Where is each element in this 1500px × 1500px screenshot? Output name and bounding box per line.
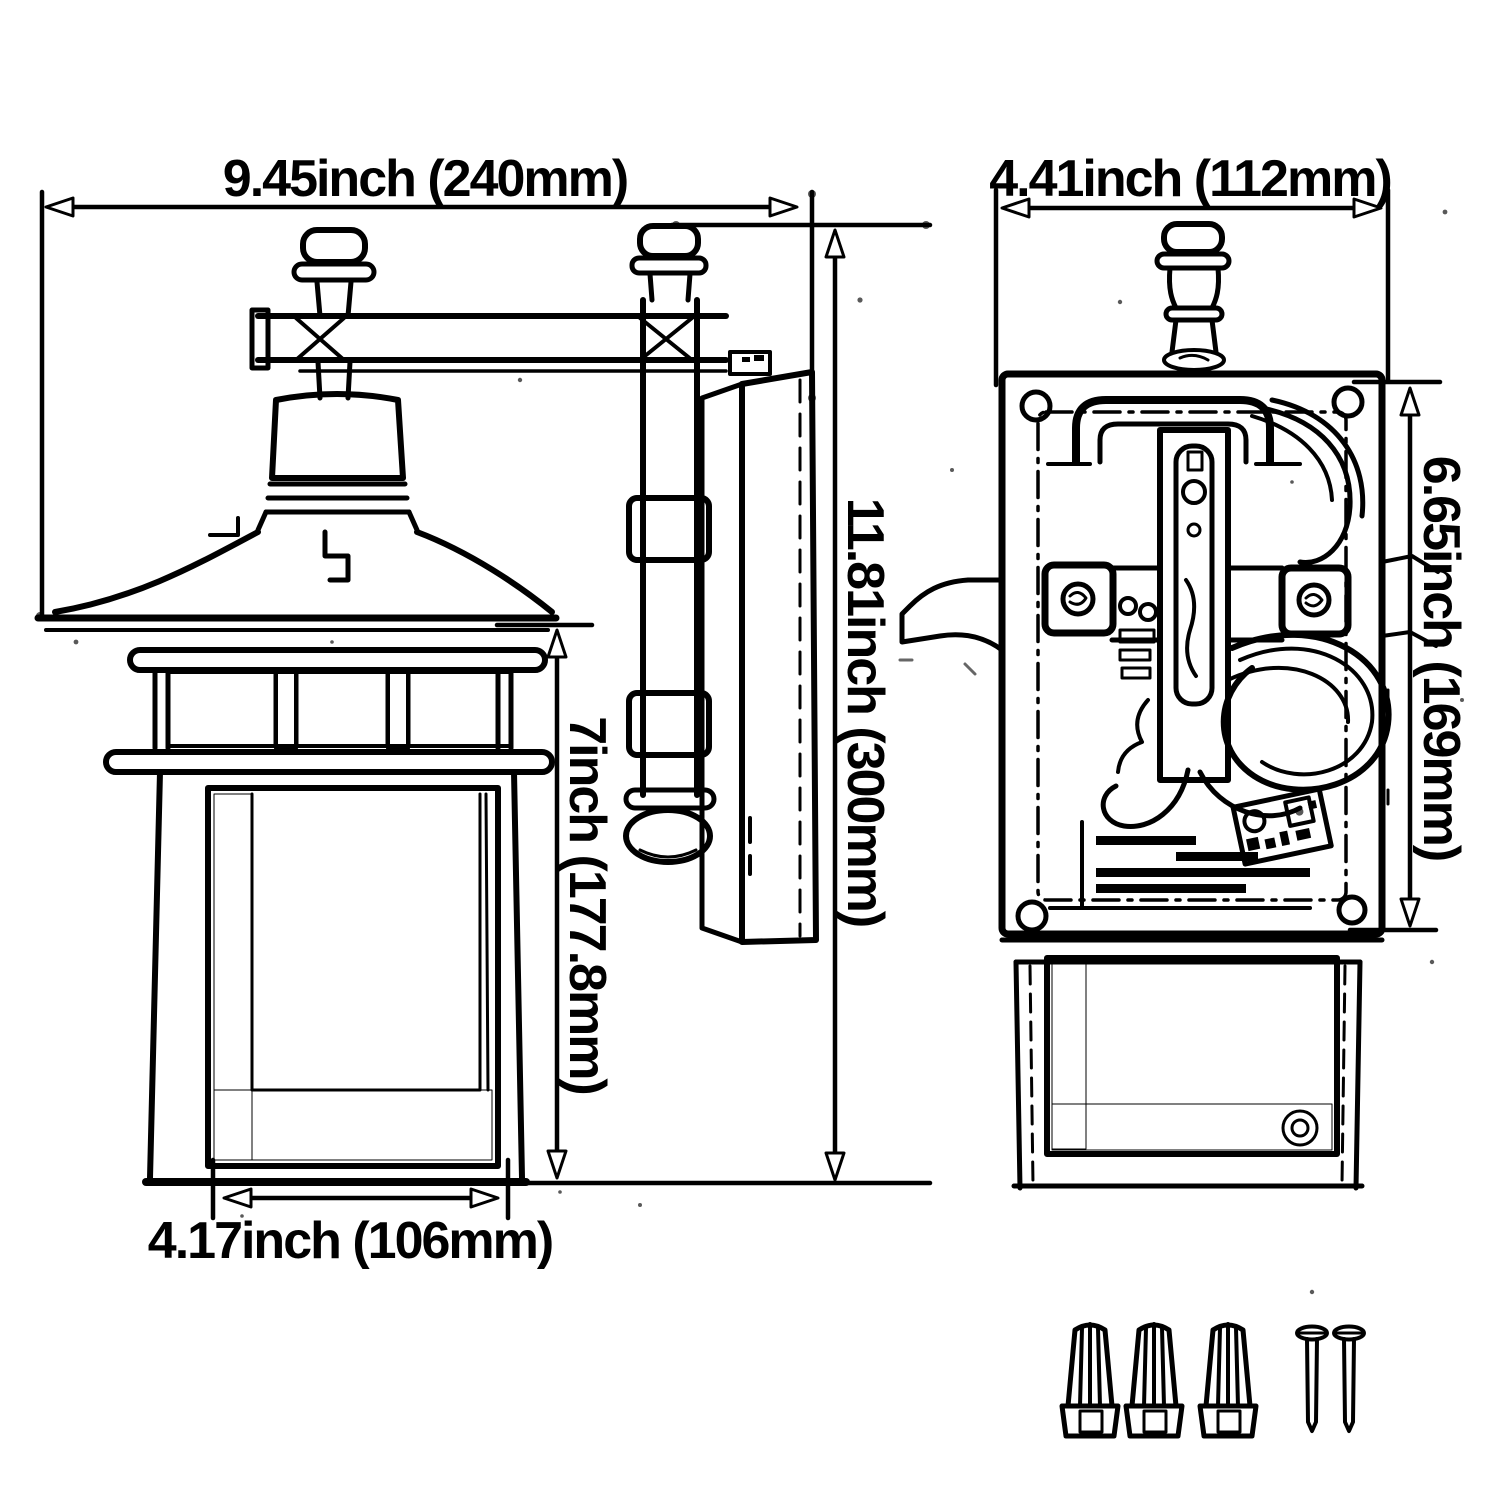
overall-width-label: 9.45inch (240mm) xyxy=(223,150,627,208)
wire-nut-3 xyxy=(1200,1324,1256,1436)
dim-backplate-height: 6.65inch (169mm) xyxy=(1347,379,1470,933)
mounting-crossbar xyxy=(1041,427,1352,783)
center-mount-bar xyxy=(1157,427,1231,783)
mounting-screw-1 xyxy=(1295,1324,1329,1433)
dim-lantern-width: 4.17inch (106mm) xyxy=(148,1157,554,1270)
lantern-body xyxy=(142,769,530,1186)
terminal-screws xyxy=(1118,596,1158,680)
lantern-width-label: 4.17inch (106mm) xyxy=(148,1212,552,1270)
spec-label xyxy=(1048,820,1312,910)
mounting-screw-2 xyxy=(1332,1324,1366,1433)
right-mount-tab xyxy=(1278,564,1352,638)
wall-plate-profile xyxy=(699,350,819,945)
scan-noise xyxy=(73,209,1464,1295)
qr-sticker xyxy=(1230,786,1334,867)
left-mount-tab xyxy=(1041,561,1117,637)
side-view-drawing xyxy=(34,223,819,1186)
backplate-width-label: 4.41inch (112mm) xyxy=(989,150,1391,208)
dim-backplate-width: 4.41inch (112mm) xyxy=(989,150,1393,388)
lantern-roof xyxy=(34,529,560,632)
wire-nut-1 xyxy=(1062,1324,1118,1436)
back-view-drawing xyxy=(899,221,1440,1191)
wall-arm-column xyxy=(623,297,717,865)
overall-height-label: 11.81inch (300mm) xyxy=(836,498,894,926)
keyhole-slot xyxy=(1173,443,1215,707)
lantern-cap xyxy=(208,391,420,583)
lantern-cage-band xyxy=(103,647,555,775)
backplate-height-label: 6.65inch (169mm) xyxy=(1412,456,1470,860)
lantern-height-label: 7inch (177.8mm) xyxy=(558,716,616,1094)
backplate-finial xyxy=(1154,221,1232,372)
wire-nut-2 xyxy=(1126,1324,1182,1436)
hardware-parts xyxy=(1062,1324,1366,1436)
backplate-glass-body xyxy=(999,937,1385,1191)
dim-lantern-height: 7inch (177.8mm) xyxy=(494,622,616,1180)
dim-overall-height: 11.81inch (300mm) xyxy=(484,221,933,1186)
left-eave-flange xyxy=(899,577,1005,653)
dim-overall-width: 9.45inch (240mm) xyxy=(39,150,816,621)
wall-arm-finial xyxy=(629,223,709,303)
mounting-arm xyxy=(249,307,729,373)
